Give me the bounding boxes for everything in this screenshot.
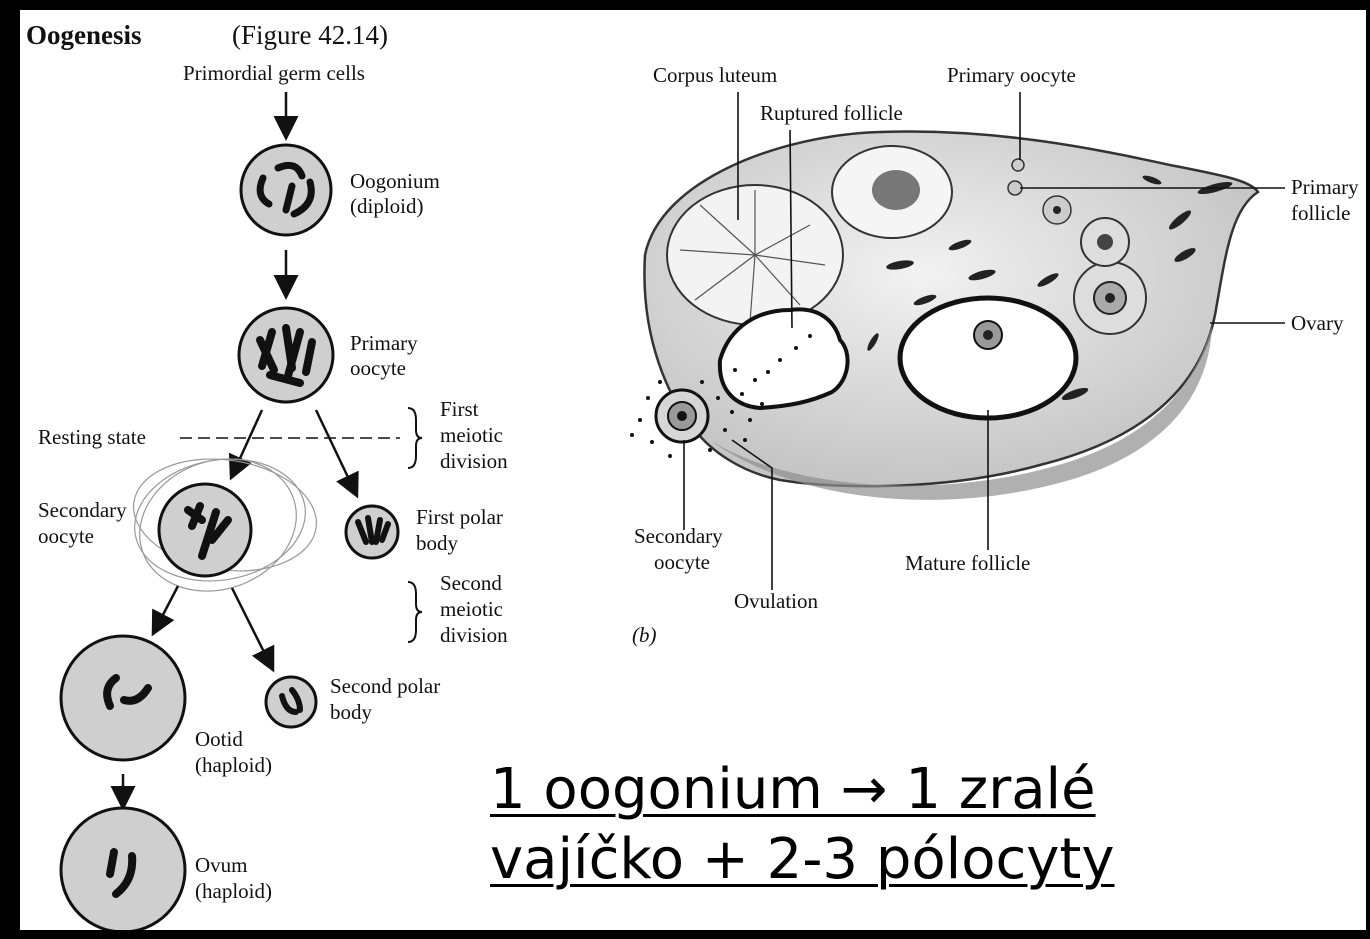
primary-oocyte-right-label: Primary oocyte (947, 63, 1076, 87)
secondary-oocyte-right-label-2: oocyte (654, 550, 710, 574)
secondary-oocyte-right-label-1: Secondary (634, 524, 723, 548)
second-meiotic-label-3: division (440, 623, 508, 647)
primary-oocyte-cell (239, 308, 333, 402)
ootid-label-2: (haploid) (195, 753, 272, 777)
summary-line-1: 1 oogonium → 1 zralé (490, 755, 1250, 825)
ruptured-follicle-label: Ruptured follicle (760, 101, 903, 125)
ovum-label-1: Ovum (195, 853, 248, 877)
secondary-oocyte-label-1: Secondary (38, 498, 127, 522)
second-meiotic-label-1: Second (440, 571, 502, 595)
corpus-luteum-label: Corpus luteum (653, 63, 777, 87)
ootid-label-1: Ootid (195, 727, 243, 751)
ovary-illustration (630, 132, 1258, 500)
primary-oocyte-label-1: Primary (350, 331, 418, 355)
secondary-oocyte-cell (159, 484, 251, 576)
first-meiotic-label-3: division (440, 449, 508, 473)
first-polar-label-2: body (416, 531, 459, 555)
second-polar-body-cell (266, 677, 316, 727)
summary-line-2: vajíčko + 2-3 pólocyty (490, 825, 1250, 895)
first-meiotic-label-2: meiotic (440, 423, 503, 447)
second-polar-label-1: Second polar (330, 674, 440, 698)
figure-reference: (Figure 42.14) (232, 20, 388, 50)
second-meiotic-label-2: meiotic (440, 597, 503, 621)
ovulation-label: Ovulation (734, 589, 818, 613)
primordial-label: Primordial germ cells (183, 61, 365, 85)
arrow-to-second-polar-body (232, 588, 272, 668)
second-polar-label-2: body (330, 700, 373, 724)
mature-follicle-label: Mature follicle (905, 551, 1030, 575)
diagram-title: Oogenesis (26, 20, 142, 50)
oogonium-label-1: Oogonium (350, 169, 440, 193)
first-polar-label-1: First polar (416, 505, 503, 529)
arrow-to-first-polar-body (316, 410, 356, 494)
first-meiotic-label-1: First (440, 397, 479, 421)
ootid-cell (61, 636, 185, 760)
primary-follicle-label-2: follicle (1291, 201, 1350, 225)
ovum-label-2: (haploid) (195, 879, 272, 903)
panel-b-tag: (b) (632, 623, 657, 647)
second-meiotic-brace (408, 582, 422, 642)
figure-frame: Oogenesis (Figure 42.14) Primordial germ… (20, 10, 1366, 930)
first-meiotic-brace (408, 408, 422, 468)
ovum-cell (61, 808, 185, 930)
first-polar-body-cell (346, 506, 398, 558)
oogonium-cell (241, 145, 331, 235)
primary-follicle-label-1: Primary (1291, 175, 1359, 199)
secondary-oocyte-label-2: oocyte (38, 524, 94, 548)
oogonium-label-2: (diploid) (350, 194, 424, 218)
primary-oocyte-label-2: oocyte (350, 356, 406, 380)
resting-state-label: Resting state (38, 425, 146, 449)
arrow-to-ootid (154, 586, 178, 632)
ovary-label: Ovary (1291, 311, 1344, 335)
summary-caption: 1 oogonium → 1 zralé vajíčko + 2-3 póloc… (490, 755, 1250, 895)
